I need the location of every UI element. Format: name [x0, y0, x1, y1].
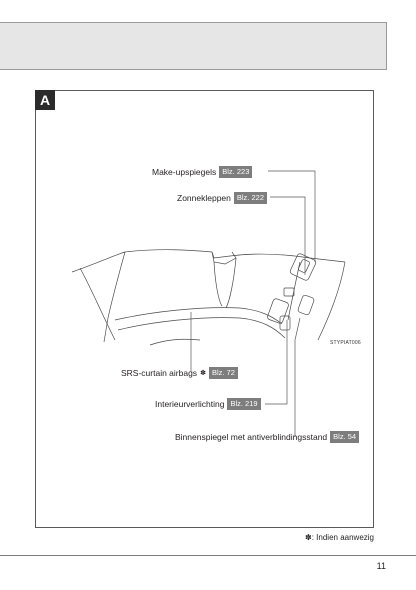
figure-code: STYPIAT006 [330, 340, 361, 346]
page-ref-badge: Blz. 223 [219, 166, 253, 178]
header-band [0, 22, 387, 70]
page-ref-badge: Blz. 219 [227, 398, 261, 410]
callout-text: Zonnekleppen [177, 193, 231, 203]
page-ref-badge: Blz. 72 [208, 367, 238, 379]
callout-make-up-mirrors: Make-upspiegels Blz. 223 [152, 166, 253, 178]
page-ref-badge: Blz. 222 [233, 192, 267, 204]
callout-text: Binnenspiegel met antiverblindingsstand [175, 432, 328, 442]
illustration-panel [35, 90, 374, 528]
footnote-mark: ✽ [305, 533, 312, 542]
footnote-text: : Indien aanwezig [311, 533, 374, 542]
callout-text: Interieurverlichting [155, 399, 225, 409]
callout-text: Make-upspiegels [152, 167, 217, 177]
callout-rearview-mirror: Binnenspiegel met antiverblindingsstand … [175, 431, 360, 443]
callout-text: SRS-curtain airbags [121, 368, 198, 378]
callout-sun-visors: Zonnekleppen Blz. 222 [177, 192, 267, 204]
callout-interior-lights: Interieurverlichting Blz. 219 [155, 398, 261, 410]
panel-label: A [35, 90, 55, 110]
footnote: ✽: Indien aanwezig [305, 533, 374, 542]
footnote-mark: ✽ [200, 370, 206, 377]
callout-curtain-airbags: SRS-curtain airbags ✽ Blz. 72 [121, 367, 238, 379]
bottom-rule [0, 555, 416, 556]
page-number: 11 [376, 561, 386, 571]
page-ref-badge: Blz. 54 [330, 431, 360, 443]
